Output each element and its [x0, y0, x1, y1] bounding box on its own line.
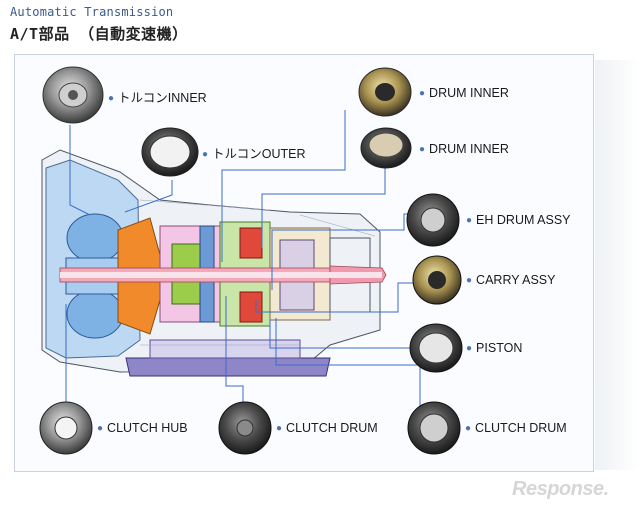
part-clutch-drum-2-image	[407, 401, 461, 455]
torque-converter-lower	[66, 289, 124, 339]
transmission-cutaway	[41, 149, 387, 377]
housing-hatching	[139, 199, 376, 346]
label-clutch-hub: ●CLUTCH HUB	[97, 421, 188, 435]
valve-body	[149, 339, 301, 359]
leader-lines	[65, 110, 430, 420]
label-torque-inner: ●トルコンINNER	[108, 91, 207, 105]
shaft-core	[60, 272, 382, 278]
part-torque-inner-image	[42, 66, 104, 124]
clutch-pack-red	[239, 227, 263, 259]
part-torque-outer-image	[141, 127, 199, 177]
panel-shadow	[595, 60, 640, 470]
label-piston: ●PISTON	[466, 341, 523, 355]
header-subtitle: Automatic Transmission	[10, 5, 174, 19]
label-drum-inner-2: ●DRUM INNER	[419, 142, 509, 156]
label-eh-drum-assy: ●EH DRUM ASSY	[466, 213, 571, 227]
part-eh-drum-assy-image	[406, 193, 460, 247]
part-drum-inner-2-image	[360, 127, 412, 169]
part-drum-inner-1-image	[358, 67, 412, 117]
response-watermark: Response.	[512, 478, 609, 500]
label-torque-outer: ●トルコンOUTER	[202, 147, 306, 161]
label-carry-assy: ●CARRY ASSY	[466, 273, 556, 287]
part-piston-image	[409, 323, 463, 373]
label-clutch-drum-1: ●CLUTCH DRUM	[276, 421, 378, 435]
label-clutch-drum-2: ●CLUTCH DRUM	[465, 421, 567, 435]
torque-converter-upper	[66, 213, 124, 263]
part-clutch-hub-image	[39, 401, 93, 455]
label-drum-inner-1: ●DRUM INNER	[419, 86, 509, 100]
part-carry-assy-image	[412, 255, 462, 305]
part-clutch-drum-1-image	[218, 401, 272, 455]
page-title: A/T部品 （自動変速機）	[10, 25, 188, 43]
clutch-pack-red-2	[239, 291, 263, 323]
oil-pan	[125, 357, 331, 377]
